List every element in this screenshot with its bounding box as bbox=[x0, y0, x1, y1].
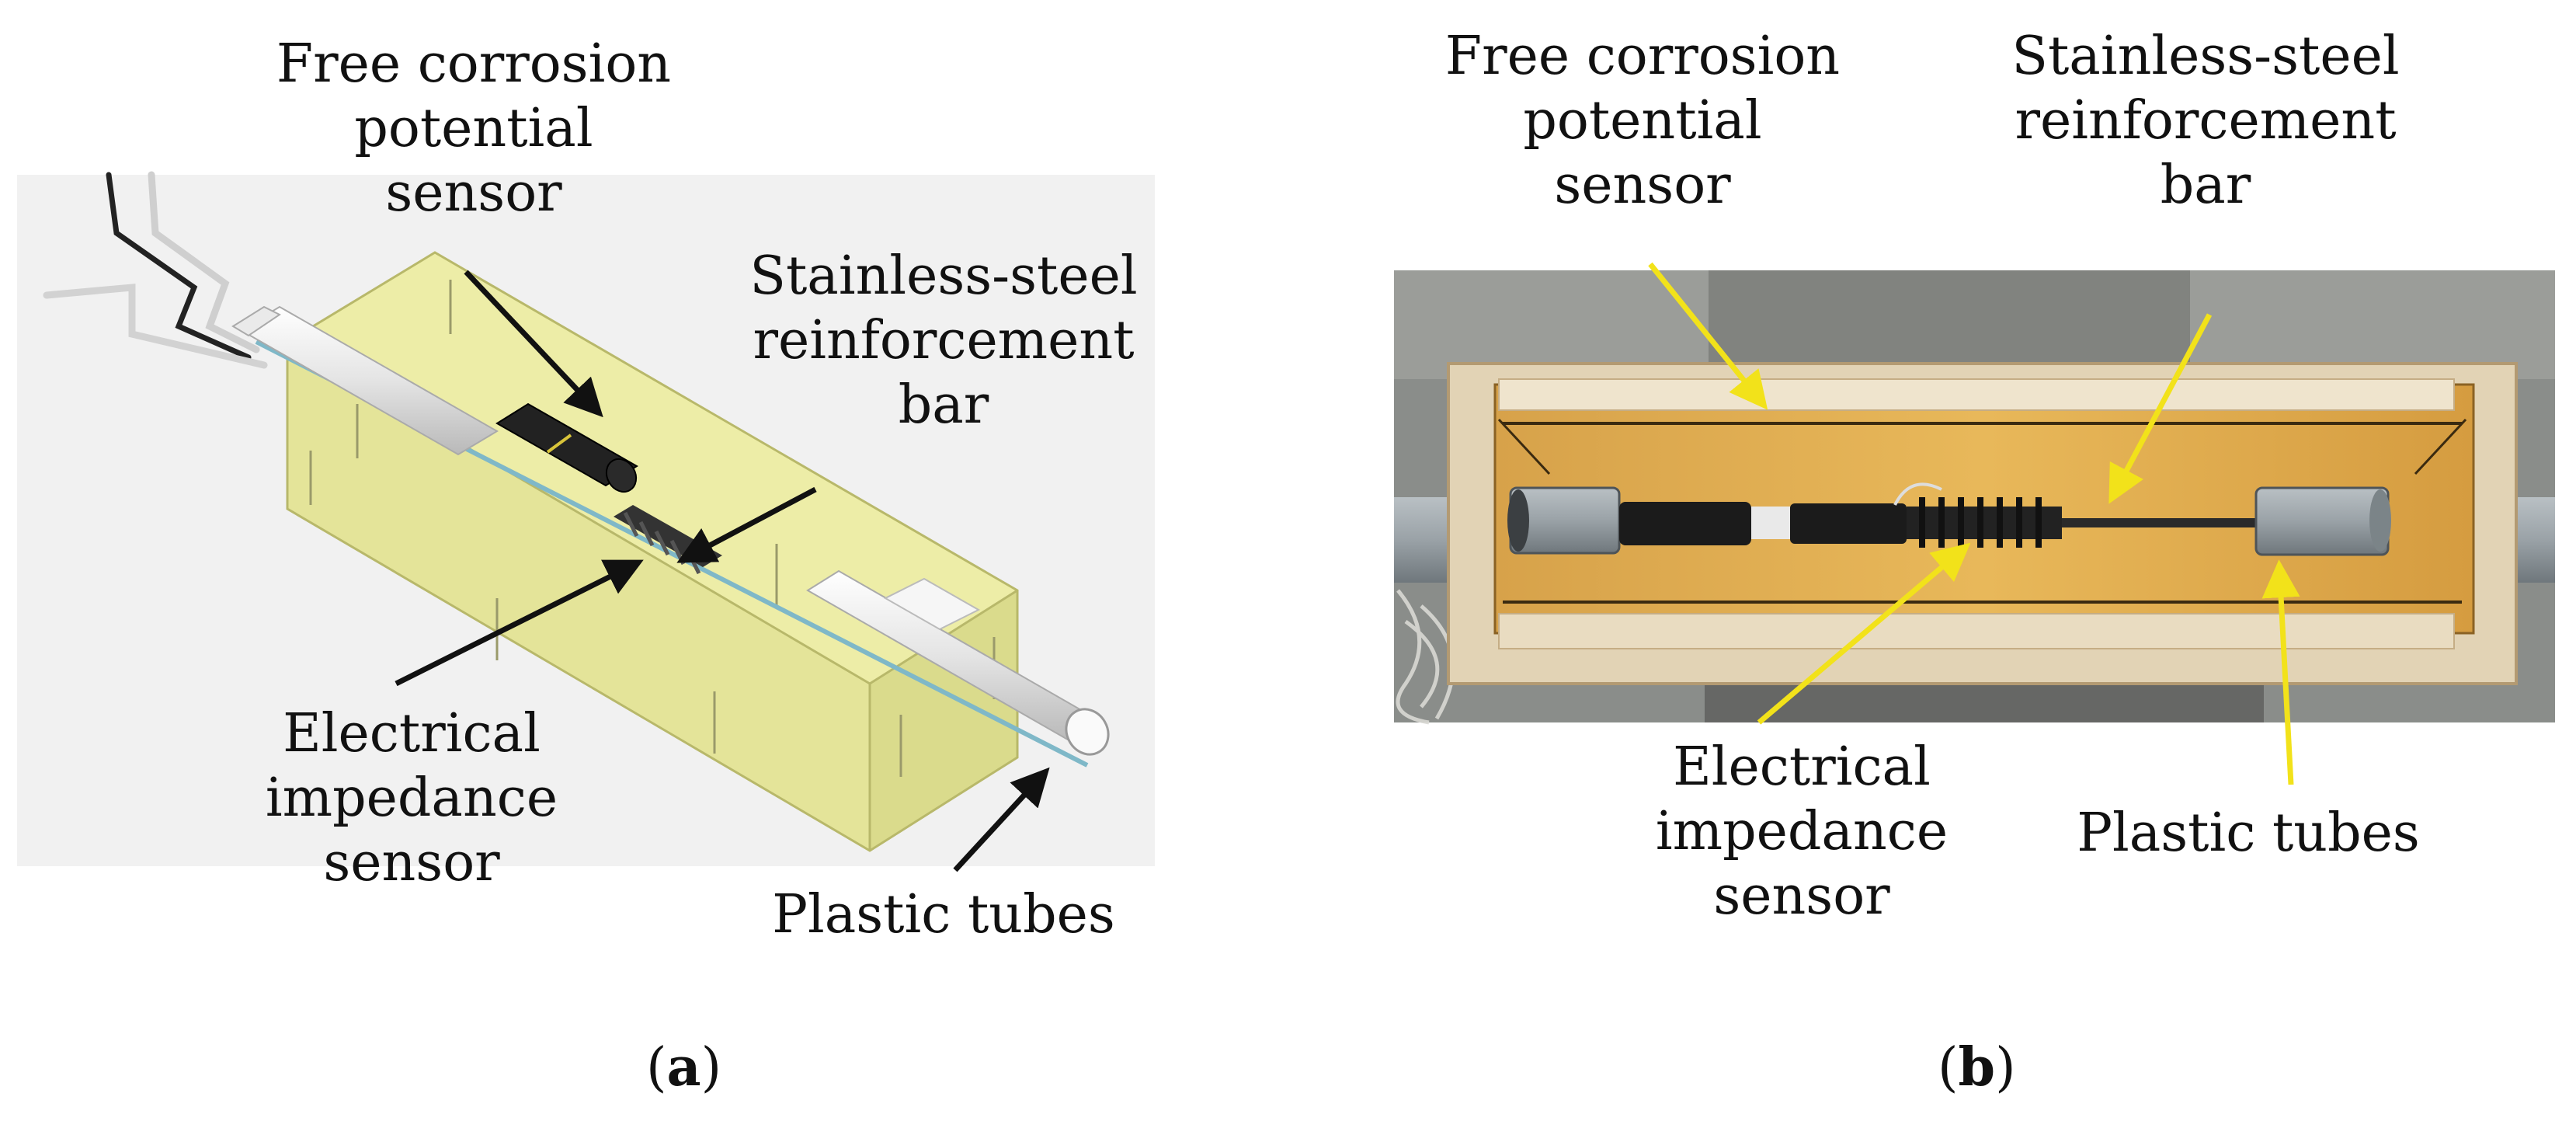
free-corrosion-sensor-body bbox=[495, 402, 638, 493]
label-stainless-b-3: bar bbox=[2161, 155, 2251, 216]
label-stainless-a-3: bar bbox=[899, 374, 989, 436]
label-stainless-b-2: reinforcement bbox=[2015, 90, 2396, 151]
caption-b: (b) bbox=[1938, 1036, 2016, 1098]
outer-tube-left bbox=[1394, 497, 1448, 583]
panel-a: Free corrosion potential sensor Stainles… bbox=[17, 33, 1155, 945]
label-free-corrosion-b-2: potential bbox=[1523, 90, 1761, 151]
label-plastic-tubes-b: Plastic tubes bbox=[2077, 802, 2420, 864]
arrow-free-corrosion-b bbox=[1648, 262, 1768, 410]
arrow-impedance-b bbox=[1757, 542, 1971, 725]
panel-a-labels: Free corrosion potential sensor Stainles… bbox=[266, 33, 1138, 945]
label-stainless-a-2: reinforcement bbox=[753, 310, 1134, 371]
label-impedance-a-1: Electrical bbox=[283, 703, 541, 764]
panel-a-arrows bbox=[395, 270, 1050, 872]
caption-a-letter: a bbox=[666, 1036, 701, 1098]
label-impedance-a-3: sensor bbox=[323, 832, 500, 893]
sensor-wires bbox=[43, 171, 268, 369]
arrow-impedance-a bbox=[395, 559, 644, 687]
label-free-corrosion-b-1: Free corrosion bbox=[1445, 26, 1840, 87]
label-plastic-tubes-a: Plastic tubes bbox=[772, 884, 1115, 945]
caption-b-letter: b bbox=[1958, 1036, 1996, 1098]
panel-b-labels: Free corrosion potential sensor Stainles… bbox=[1445, 26, 2420, 927]
caption-a: (a) bbox=[646, 1036, 722, 1098]
label-free-corrosion-b-3: sensor bbox=[1554, 155, 1731, 216]
label-free-corrosion-a-1: Free corrosion bbox=[276, 33, 671, 95]
right-tube bbox=[806, 569, 1110, 756]
label-impedance-a-2: impedance bbox=[266, 768, 558, 829]
arrow-free-corrosion-a bbox=[464, 270, 603, 418]
label-impedance-b-3: sensor bbox=[1713, 865, 1890, 927]
photo-assembly bbox=[1507, 482, 2391, 556]
label-stainless-b-1: Stainless-steel bbox=[2011, 26, 2399, 87]
label-free-corrosion-a-3: sensor bbox=[385, 162, 562, 224]
label-impedance-b-1: Electrical bbox=[1673, 736, 1931, 798]
bar-assembly bbox=[231, 305, 1110, 768]
label-impedance-b-2: impedance bbox=[1656, 801, 1948, 862]
arrow-stainless-b bbox=[2108, 313, 2213, 504]
arrow-stainless-a bbox=[676, 486, 817, 563]
label-free-corrosion-a-2: potential bbox=[354, 98, 593, 159]
panel-b: Free corrosion potential sensor Stainles… bbox=[1394, 26, 2555, 927]
arrow-plastic-tubes-a bbox=[953, 767, 1050, 872]
label-stainless-a-1: Stainless-steel bbox=[749, 245, 1137, 307]
panel-b-arrows bbox=[1648, 262, 2300, 785]
arrow-plastic-tubes-b bbox=[2261, 559, 2300, 785]
